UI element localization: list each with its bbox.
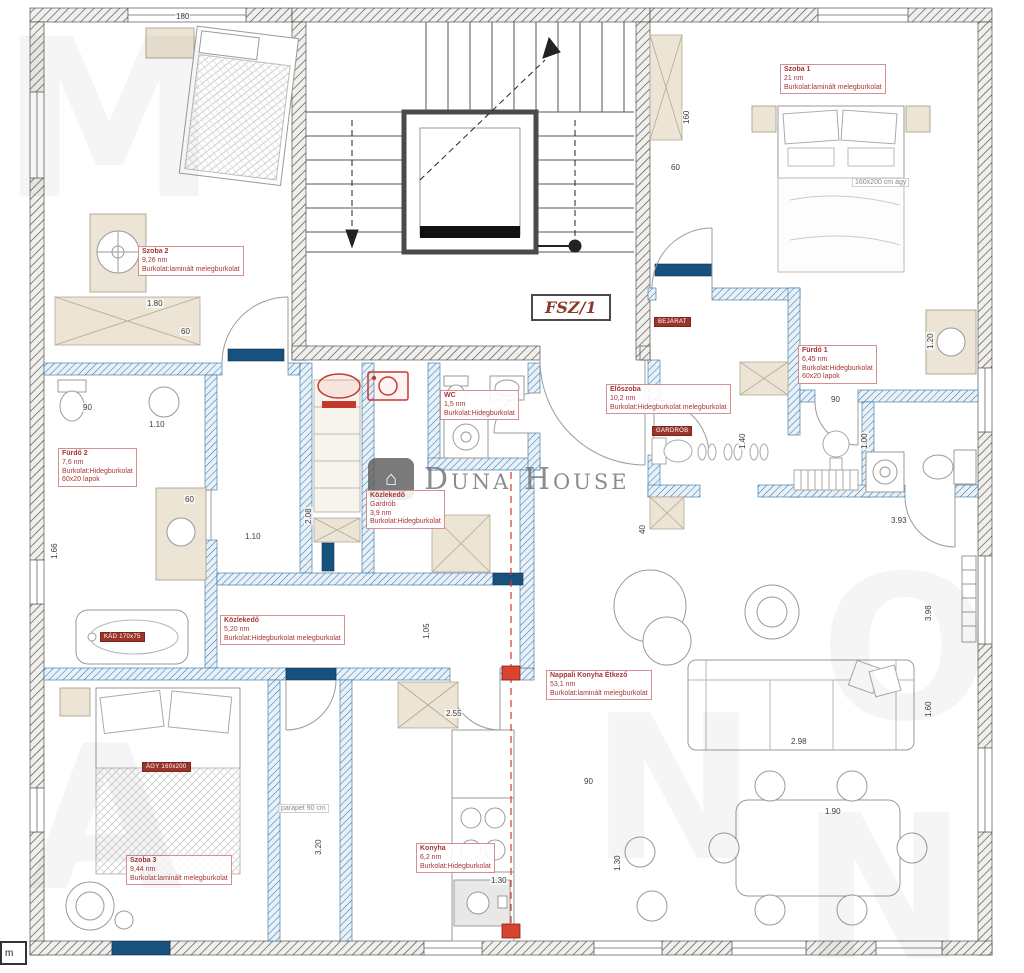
bed-bottom-left [59,687,241,931]
windows [29,7,993,956]
interior-walls [43,287,979,942]
watermark: ⌂ Duna House [368,458,630,503]
bed-top-right [751,105,931,273]
laundry-appliances [317,371,409,408]
bathroom-right-fixtures [865,309,977,643]
watermark-text: Duna House [424,461,630,497]
stair-direction-arrows [345,36,582,253]
kitchen-counter [451,729,515,942]
level-title: FSZ/1 [531,294,611,321]
watermark-house-glyph: ⌂ [384,467,398,490]
bathroom-left-fixtures [57,379,207,665]
bed-top-left [145,25,300,187]
section-line [501,472,521,939]
armchair [744,584,800,640]
desk-and-chair-top-left [89,213,147,293]
elevator-shaft [401,109,539,255]
dining-set [624,770,928,926]
scale-note: m [0,941,27,965]
coffee-tables [613,569,692,666]
hall-fixtures [651,430,859,491]
watermark-logo-icon: ⌂ [368,458,414,503]
bathroom-center-fixtures [443,375,525,459]
columns-and-builtins [54,34,789,729]
sofa [687,659,915,751]
door-sills [111,263,713,956]
exterior-walls [29,7,993,956]
